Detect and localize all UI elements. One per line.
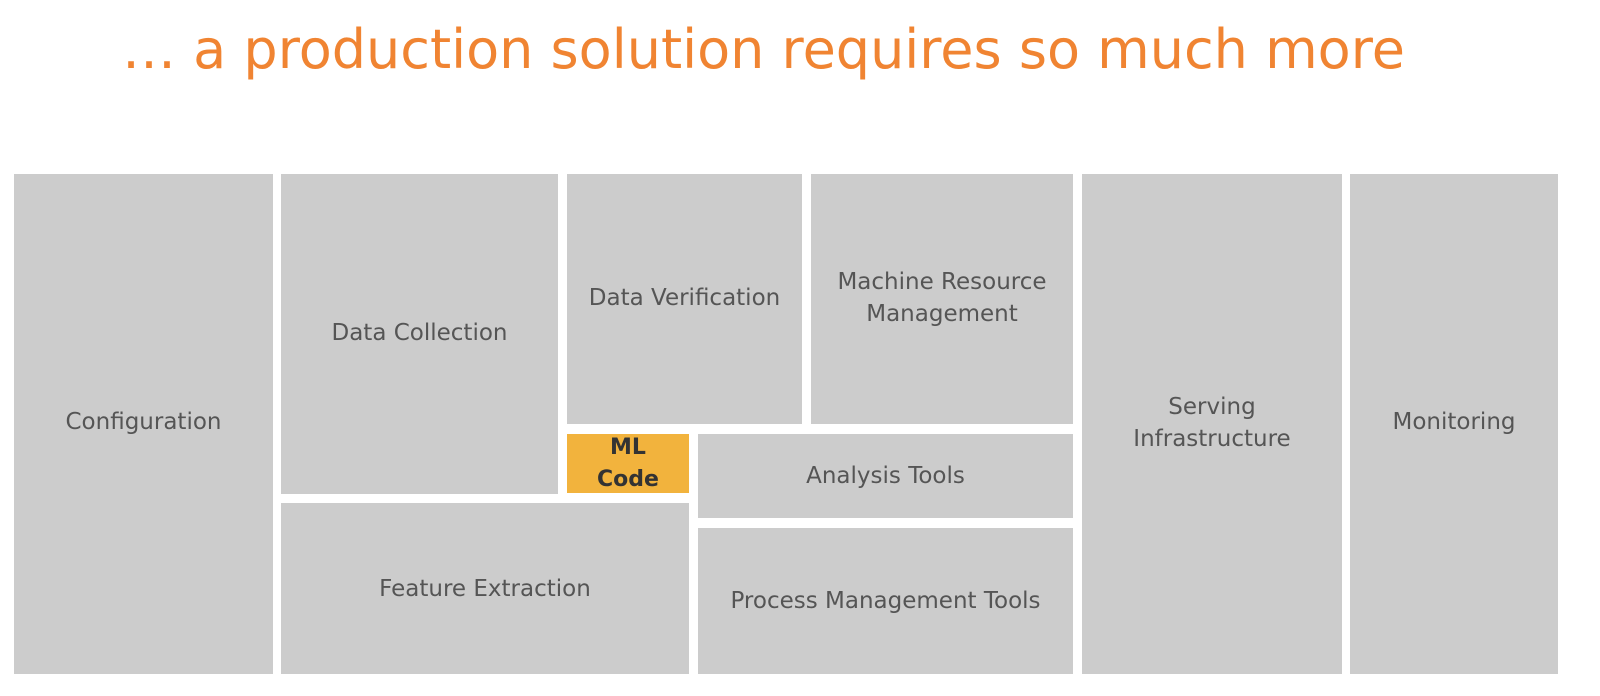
block-serving-infrastructure: Serving Infrastructure xyxy=(1082,174,1342,674)
block-label: Configuration xyxy=(65,409,222,435)
block-process-management-tools: Process Management Tools xyxy=(698,528,1073,674)
block-data-verification: Data Verification xyxy=(567,174,802,424)
block-label-group: Machine Resource Management xyxy=(837,266,1046,330)
block-data-collection: Data Collection xyxy=(281,174,558,494)
block-label: Data Collection xyxy=(331,320,508,346)
block-label: Feature Extraction xyxy=(379,576,591,602)
block-label-line-1: Serving xyxy=(1168,394,1256,420)
block-label-line-2: Infrastructure xyxy=(1133,426,1291,452)
block-label-line-2: Management xyxy=(866,301,1018,327)
block-machine-resource-management: Machine Resource Management xyxy=(811,174,1073,424)
page-title: … a production solution requires so much… xyxy=(122,18,1405,81)
block-label: Data Verification xyxy=(588,285,781,311)
block-label: Monitoring xyxy=(1392,409,1516,435)
block-configuration: Configuration xyxy=(14,174,273,674)
block-label-line-1: Machine Resource xyxy=(837,269,1047,295)
block-monitoring: Monitoring xyxy=(1350,174,1558,674)
block-label: ML Code xyxy=(597,434,659,492)
block-label: Process Management Tools xyxy=(730,588,1041,614)
block-feature-extraction: Feature Extraction xyxy=(281,503,689,674)
block-label-group: Serving Infrastructure xyxy=(1133,391,1290,455)
block-label: Analysis Tools xyxy=(806,463,965,489)
block-ml-code: ML Code xyxy=(567,434,689,493)
block-analysis-tools: Analysis Tools xyxy=(698,434,1073,518)
